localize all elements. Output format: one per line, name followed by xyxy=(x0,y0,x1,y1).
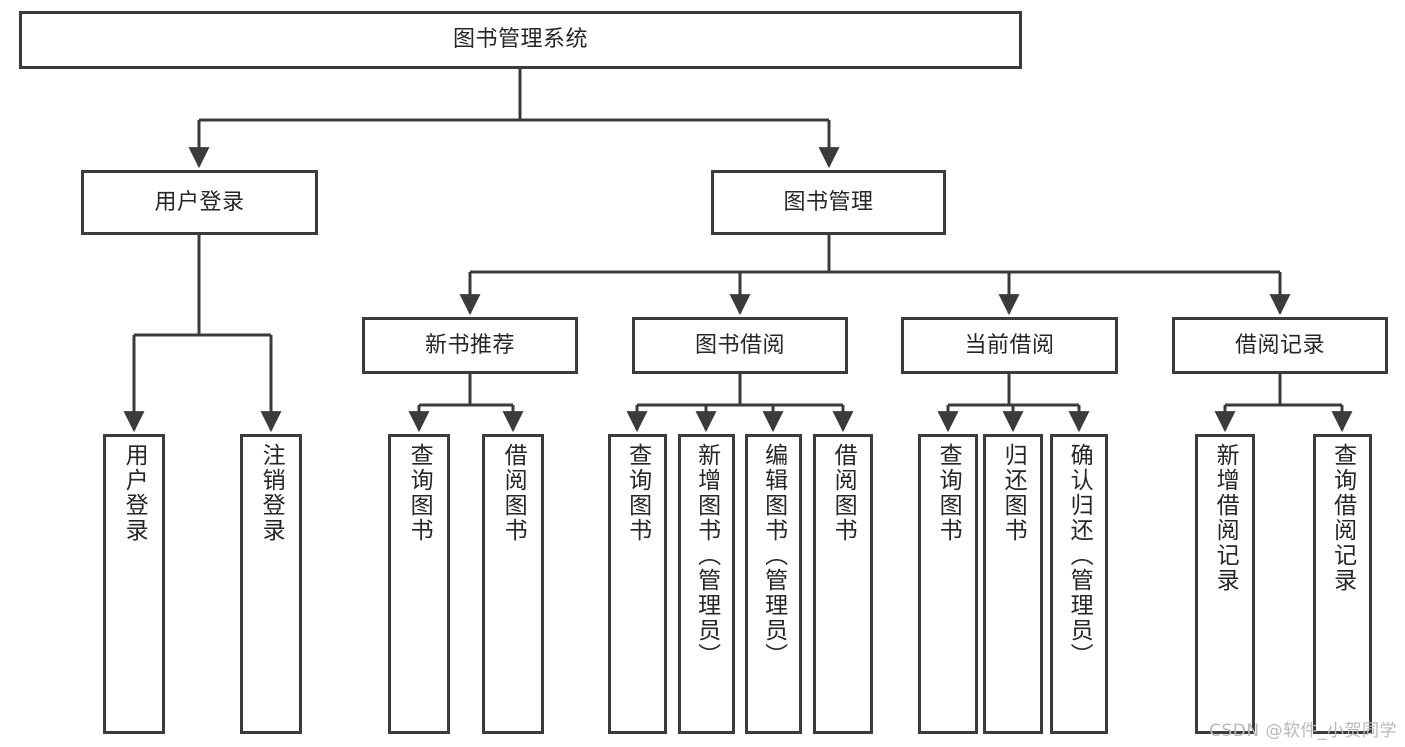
node-user-login[interactable]: 用户登录 xyxy=(81,170,318,235)
leaf-records-query-record-label: 查询借阅记录 xyxy=(1329,443,1356,593)
node-root[interactable]: 图书管理系统 xyxy=(19,11,1022,69)
node-current-borrow-label: 当前借阅 xyxy=(964,332,1055,358)
leaf-newbook-query-book-label: 查询图书 xyxy=(406,443,433,543)
leaf-user-logout[interactable]: 注销登录 xyxy=(240,434,302,734)
leaf-user-login[interactable]: 用户登录 xyxy=(103,434,165,734)
leaf-borrow-add-book-label: 新增图书（管理员） xyxy=(693,443,720,668)
node-new-book-recommend[interactable]: 新书推荐 xyxy=(362,317,578,374)
node-new-book-recommend-label: 新书推荐 xyxy=(424,332,515,358)
node-borrow-records-label: 借阅记录 xyxy=(1234,332,1325,358)
leaf-current-return-book-label: 归还图书 xyxy=(1000,443,1027,543)
leaf-borrow-query-book-label: 查询图书 xyxy=(624,443,651,543)
leaf-newbook-borrow-book[interactable]: 借阅图书 xyxy=(482,434,544,734)
leaf-records-add-record[interactable]: 新增借阅记录 xyxy=(1195,434,1255,734)
leaf-borrow-add-book[interactable]: 新增图书（管理员） xyxy=(678,434,735,734)
node-book-management-label: 图书管理 xyxy=(783,189,874,215)
node-borrow-records[interactable]: 借阅记录 xyxy=(1172,317,1388,374)
node-user-login-label: 用户登录 xyxy=(154,189,245,215)
leaf-newbook-borrow-book-label: 借阅图书 xyxy=(500,443,527,543)
node-book-management[interactable]: 图书管理 xyxy=(711,170,946,235)
leaf-borrow-edit-book-label: 编辑图书（管理员） xyxy=(760,443,787,668)
node-current-borrow[interactable]: 当前借阅 xyxy=(901,317,1118,374)
leaf-user-logout-label: 注销登录 xyxy=(258,443,285,543)
leaf-user-login-label: 用户登录 xyxy=(121,443,148,543)
watermark: CSDN @软件_小贺同学 xyxy=(1209,721,1397,741)
leaf-current-query-book-label: 查询图书 xyxy=(935,443,962,543)
leaf-borrow-edit-book[interactable]: 编辑图书（管理员） xyxy=(745,434,802,734)
leaf-newbook-query-book[interactable]: 查询图书 xyxy=(388,434,450,734)
leaf-records-query-record[interactable]: 查询借阅记录 xyxy=(1313,434,1372,734)
leaf-records-add-record-label: 新增借阅记录 xyxy=(1212,443,1239,593)
leaf-current-confirm-return[interactable]: 确认归还（管理员） xyxy=(1050,434,1108,734)
leaf-borrow-borrow-book[interactable]: 借阅图书 xyxy=(813,434,873,734)
leaf-current-query-book[interactable]: 查询图书 xyxy=(918,434,978,734)
leaf-current-confirm-return-label: 确认归还（管理员） xyxy=(1066,443,1093,668)
leaf-borrow-borrow-book-label: 借阅图书 xyxy=(830,443,857,543)
node-root-label: 图书管理系统 xyxy=(452,27,588,53)
leaf-borrow-query-book[interactable]: 查询图书 xyxy=(608,434,667,734)
node-book-borrow-label: 图书借阅 xyxy=(694,332,785,358)
node-book-borrow[interactable]: 图书借阅 xyxy=(632,317,848,374)
leaf-current-return-book[interactable]: 归还图书 xyxy=(983,434,1043,734)
